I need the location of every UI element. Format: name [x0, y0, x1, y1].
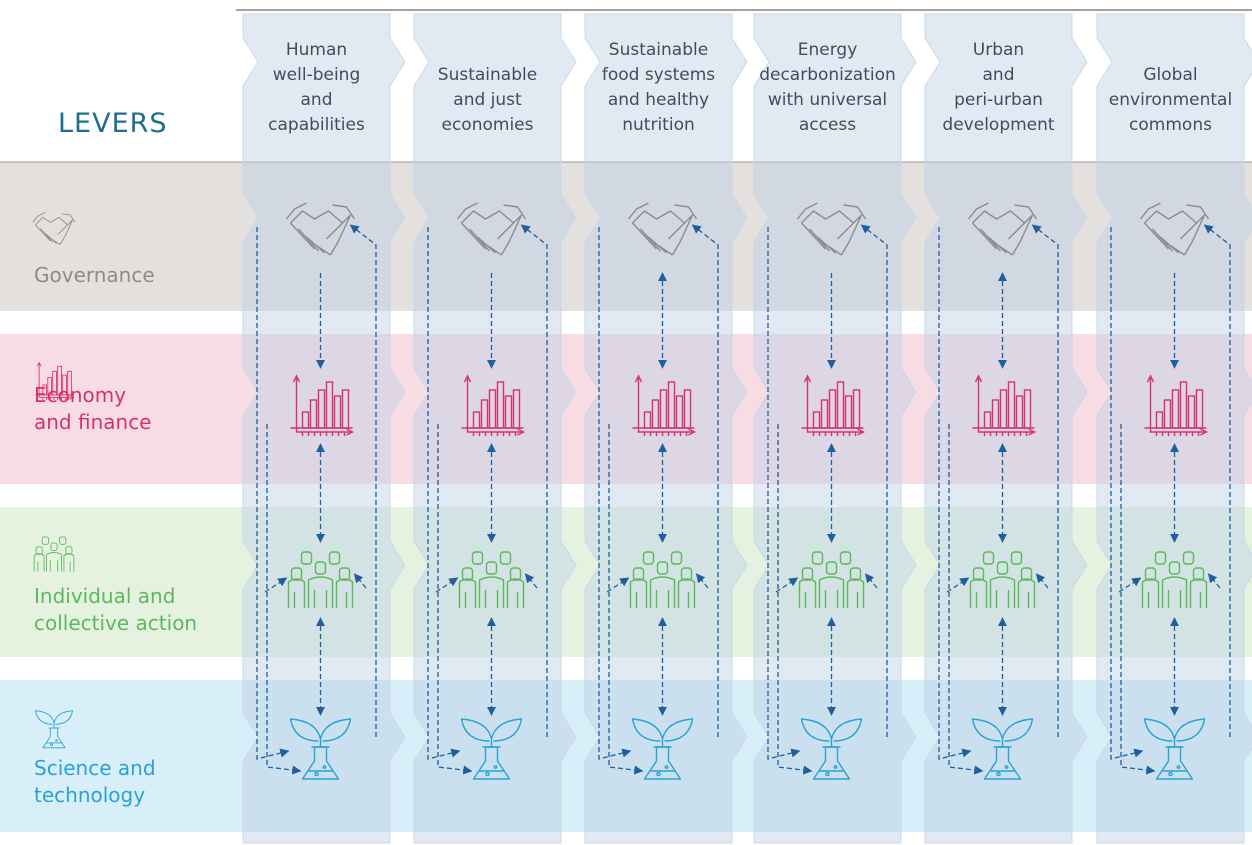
people-group-icon	[287, 551, 354, 608]
dashed-link-arrow	[948, 424, 984, 775]
bar-chart-icon	[1144, 374, 1209, 436]
bar-chart-icon	[35, 361, 75, 400]
dashed-link-arrow	[1118, 577, 1142, 593]
dashed-link-arrow	[427, 227, 461, 760]
dashed-link-arrow	[691, 224, 719, 737]
plant-flask-icon	[800, 718, 863, 780]
people-group-icon	[969, 551, 1036, 608]
people-group-icon	[33, 536, 75, 572]
bar-chart-icon	[461, 374, 526, 436]
plant-flask-icon	[971, 718, 1034, 780]
plant-flask-icon	[631, 718, 694, 780]
dashed-link-arrow	[435, 577, 459, 593]
dashed-link-arrow	[1203, 224, 1231, 737]
plant-flask-icon	[1143, 718, 1206, 780]
dashed-link-arrow	[264, 577, 288, 593]
handshake-icon	[627, 202, 698, 256]
entry-point-label: Sustainable and just economies	[437, 65, 538, 135]
people-group-icon	[1141, 551, 1208, 608]
plant-flask-icon	[289, 718, 352, 780]
entry-point-label: Urban and peri-urban development	[942, 40, 1055, 135]
dashed-link-arrow	[1110, 227, 1144, 760]
dashed-link-arrow	[938, 227, 972, 760]
entry-point-label: Sustainable food systems and healthy nut…	[601, 40, 716, 135]
people-group-icon	[798, 551, 865, 608]
levers-title: LEVERS	[58, 108, 168, 139]
handshake-icon	[796, 202, 867, 256]
handshake-icon	[967, 202, 1038, 256]
dashed-link-arrow	[946, 577, 970, 593]
bar-chart-icon	[290, 374, 355, 436]
lever-label: Science and technology	[34, 756, 156, 807]
plant-flask-icon	[34, 710, 74, 749]
dashed-link-arrow	[520, 224, 548, 737]
bar-chart-icon	[972, 374, 1037, 436]
lever-label: Economy and finance	[34, 383, 152, 434]
entry-point-label: Energy decarbonization with universal ac…	[759, 40, 896, 135]
dashed-link-arrow	[860, 224, 888, 737]
handshake-icon	[1139, 202, 1210, 256]
handshake-icon	[32, 212, 76, 246]
lever-band	[0, 162, 1252, 311]
people-group-icon	[458, 551, 525, 608]
dashed-link-arrow	[524, 573, 538, 589]
handshake-icon	[285, 202, 356, 256]
entry-point-label: Human well-being and capabilities	[268, 40, 365, 135]
lever-label: Governance	[34, 263, 155, 287]
dashed-link-arrow	[256, 227, 290, 760]
bar-chart-icon	[801, 374, 866, 436]
dashed-link-arrow	[695, 573, 709, 589]
dashed-link-arrow	[437, 424, 473, 775]
dashed-link-arrow	[1120, 424, 1156, 775]
dashed-link-arrow	[606, 577, 630, 593]
dashed-link-arrow	[608, 424, 644, 775]
dashed-link-arrow	[1035, 573, 1049, 589]
bar-chart-icon	[632, 374, 697, 436]
dashed-link-arrow	[353, 573, 367, 589]
dashed-link-arrow	[775, 577, 799, 593]
lever-band	[0, 334, 1252, 484]
dashed-link-arrow	[1031, 224, 1059, 737]
dashed-link-arrow	[598, 227, 632, 760]
dashed-link-arrow	[767, 227, 801, 760]
dashed-link-arrow	[864, 573, 878, 589]
dashed-link-arrow	[1207, 573, 1221, 589]
dashed-link-arrow	[777, 424, 813, 775]
dashed-link-arrow	[349, 224, 377, 737]
plant-flask-icon	[460, 718, 523, 780]
lever-label: Individual and collective action	[34, 584, 198, 635]
handshake-icon	[456, 202, 527, 256]
entry-point-label: Global environmental commons	[1108, 65, 1233, 135]
people-group-icon	[629, 551, 696, 608]
dashed-link-arrow	[266, 424, 302, 775]
